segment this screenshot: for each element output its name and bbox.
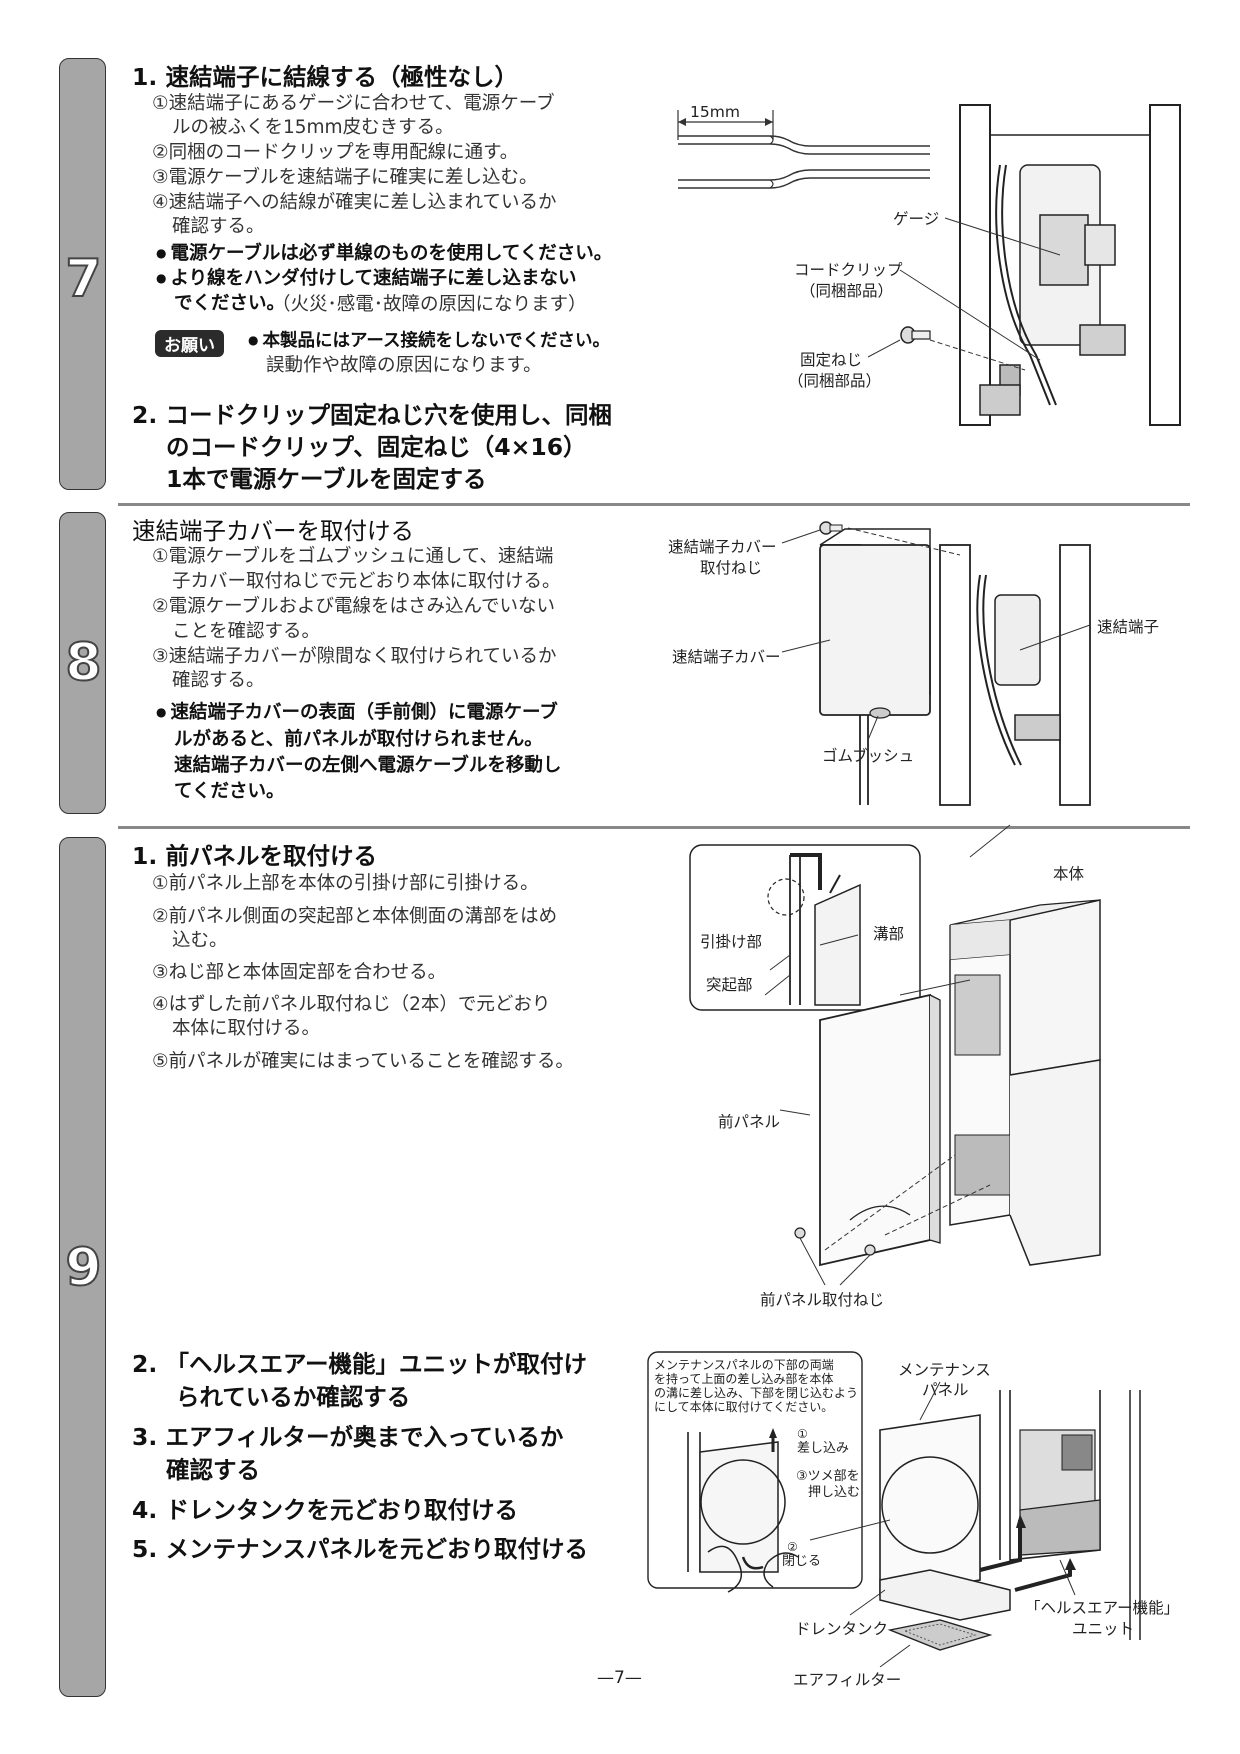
drain-tank-label: ドレンタンク <box>795 1620 889 1638</box>
step8-item: ②電源ケーブルおよび電線をはさみ込んでいない <box>152 596 556 617</box>
step9-item: ②前パネル側面の突起部と本体側面の溝部をはめ <box>152 906 558 927</box>
step-7-number: 7 <box>64 248 102 310</box>
step-9-tab: 9 <box>59 837 106 1697</box>
callout-line: にして本体に取付けてください。 <box>654 1400 834 1414</box>
unit-label-sub: ユニット <box>1072 1620 1135 1638</box>
insert-label: 差し込み <box>797 1441 850 1456</box>
maintenance-panel-figure <box>809 1390 1141 1640</box>
step-8-number: 8 <box>64 632 102 694</box>
step7-heading2: 2. コードクリップ固定ねじ穴を使用し、同梱 <box>132 401 612 429</box>
step9-heading2: 2. 「ヘルスエアー機能」ユニットが取付け <box>132 1350 588 1378</box>
step7-item: ②同梱のコードクリップを専用配線に通す。 <box>152 142 519 163</box>
callout-line: を持って上面の差し込み部を本体 <box>654 1372 834 1386</box>
step9-item: ③ねじ部と本体固定部を合わせる。 <box>152 962 447 983</box>
front-panel-figure <box>689 824 1101 1286</box>
cover-screw-label: 速結端子カバー <box>668 538 777 556</box>
step8-item: 確認する。 <box>172 670 265 691</box>
step7-item: ④速結端子への結線が確実に差し込まれているか <box>152 192 557 213</box>
clip-label: コードクリップ <box>794 261 903 279</box>
close-label: 閉じる <box>782 1554 822 1569</box>
step8-item: ③速結端子カバーが隙間なく取付けられているか <box>152 646 557 667</box>
step-8-tab: 8 <box>59 512 106 814</box>
step9-item: ④はずした前パネル取付ねじ（2本）で元どおり <box>152 994 551 1015</box>
clip-label-sub: （同梱部品） <box>800 282 894 300</box>
screw-icon <box>900 326 931 344</box>
step9-item: ①前パネル上部を本体の引掛け部に引掛ける。 <box>152 873 539 894</box>
step9-item: ⑤前パネルが確実にはまっていることを確認する。 <box>152 1051 574 1072</box>
step8-note: 速結端子カバーの表面（手前側）に電源ケーブ <box>156 700 557 727</box>
dim-15mm-label: 15mm <box>690 103 740 121</box>
request-line: 誤動作や故障の原因になります。 <box>266 355 542 376</box>
air-filter-label: エアフィルター <box>793 1671 902 1689</box>
maint-panel-label: メンテナンス <box>898 1361 991 1379</box>
hook-label: 引掛け部 <box>700 933 763 951</box>
push-label-sub: 押し込む <box>808 1485 861 1500</box>
page-number: —7— <box>597 1668 642 1688</box>
front-screw-label: 前パネル取付ねじ <box>760 1291 885 1309</box>
step7-heading2: 1本で電源ケーブルを固定する <box>166 465 487 493</box>
step9-heading3: 確認する <box>166 1456 260 1484</box>
callout-line: の溝に差し込み、下部を閉じ込むよう <box>654 1386 859 1400</box>
step7-heading2: のコードクリップ、固定ねじ（4×16） <box>166 433 587 461</box>
step8-heading: 速結端子カバーを取付ける <box>132 517 414 545</box>
gauge-label: ゲージ <box>893 210 940 228</box>
cover-label: 速結端子カバー <box>672 648 781 666</box>
maintenance-callout-box <box>647 1351 863 1593</box>
cover-screw-icon <box>819 521 843 535</box>
step7-item: 確認する。 <box>172 216 265 237</box>
insert-step: ① <box>797 1427 808 1441</box>
step7-note: より線をハンダ付けして速結端子に差し込まない <box>156 266 576 293</box>
screw-label: 固定ねじ <box>800 351 863 369</box>
maint-panel-label-sub: パネル <box>922 1381 969 1399</box>
front-panel-label: 前パネル <box>718 1113 781 1131</box>
step9-heading4: 4. ドレンタンクを元どおり取付ける <box>132 1496 518 1524</box>
request-line: 本製品にはアース接続をしないでください。 <box>248 328 610 355</box>
step8-note: ルがあると、前パネルが取付けられません。 <box>174 729 543 750</box>
divider-8-9 <box>118 826 1190 829</box>
step7-note: でください。 <box>174 293 286 314</box>
step8-leaders <box>781 527 1091 741</box>
step9-heading3: 3. エアフィルターが奥まで入っているか <box>132 1423 564 1451</box>
step7-note: 電源ケーブルは必ず単線のものを使用してください。 <box>156 241 612 268</box>
terminal-label: 速結端子 <box>1097 618 1160 636</box>
screw-label-sub: （同梱部品） <box>788 372 882 390</box>
callout-line: メンテナンスパネルの下部の両端 <box>654 1358 834 1372</box>
request-badge: お願い <box>155 330 224 357</box>
close-step: ② <box>787 1540 798 1554</box>
step8-item: ことを確認する。 <box>172 621 321 642</box>
unit-label: 「ヘルスエアー機能」 <box>1025 1599 1180 1617</box>
cover-screw-label-sub: 取付ねじ <box>700 559 763 577</box>
air-filter-figure <box>887 1619 993 1651</box>
terminal-cover-figure <box>819 528 1091 806</box>
step7-leaders <box>867 217 1061 371</box>
step7-item: ルの被ふくを15mm皮むきする。 <box>172 117 454 138</box>
step8-note: 速結端子カバーの左側へ電源ケーブルを移動し <box>174 755 562 776</box>
step7-heading1: 1. 速結端子に結線する（極性なし） <box>132 63 518 91</box>
cable-strip-figure <box>677 110 930 189</box>
body-label: 本体 <box>1053 865 1085 883</box>
step9-item: 本体に取付ける。 <box>172 1018 321 1039</box>
bushing-label: ゴムブッシュ <box>822 747 915 765</box>
step9-heading5: 5. メンテナンスパネルを元どおり取付ける <box>132 1535 588 1563</box>
step9-item: 込む。 <box>172 930 228 951</box>
divider-7-8 <box>118 503 1190 506</box>
step9-heading1: 1. 前パネルを取付ける <box>132 842 377 870</box>
step-7-tab: 7 <box>59 58 106 490</box>
step7-item: ①速結端子にあるゲージに合わせて、電源ケーブ <box>152 93 555 114</box>
projection-label: 突起部 <box>706 976 753 994</box>
step9-heading2: られているか確認する <box>176 1383 411 1411</box>
step7-note-cause: （火災･感電･故障の原因になります） <box>272 294 587 315</box>
step8-item: 子カバー取付ねじで元どおり本体に取付ける。 <box>172 571 561 592</box>
step8-item: ①電源ケーブルをゴムブッシュに通して、速結端 <box>152 546 554 567</box>
step-9-number: 9 <box>64 1237 102 1299</box>
groove-label: 溝部 <box>873 925 905 943</box>
push-label: ③ツメ部を <box>796 1469 860 1484</box>
step7-item: ③電源ケーブルを速結端子に確実に差し込む。 <box>152 167 538 188</box>
step8-note: てください。 <box>174 781 285 802</box>
